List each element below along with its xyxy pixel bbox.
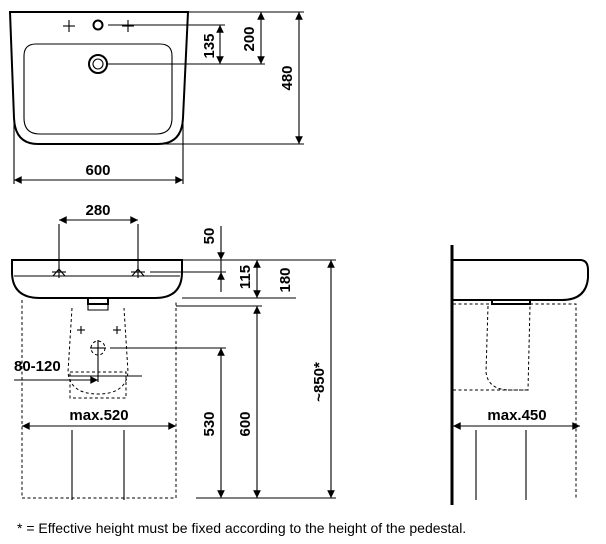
dim-pedestal-depth: max.450: [487, 407, 546, 424]
basin-bowl-top: [23, 43, 173, 135]
dim-rim-to-drain: 115: [237, 265, 254, 289]
dim-drain-top: 135: [201, 33, 218, 58]
basin-outline-side: [453, 259, 589, 301]
fixing-holes: [77, 326, 121, 334]
pedestal-front: [21, 300, 177, 500]
dim-pedestal-width: max.520: [69, 407, 128, 424]
basin-outline-top: [8, 11, 190, 145]
dim-tap-hole-top: 200: [241, 26, 258, 51]
side-view: max.450: [450, 245, 589, 505]
dim-width-top: 600: [85, 162, 110, 179]
dim-pedestal-height: 600: [237, 411, 254, 436]
dim-rim-offset: 50: [201, 228, 218, 245]
dim-depth-top: 480: [279, 65, 296, 90]
top-view: 600 200 135 480: [8, 11, 304, 184]
dim-total-height: ~850*: [311, 362, 328, 402]
dim-waste-offset: 80-120: [14, 358, 61, 375]
front-view: 280 50 115 180 80-120 max.520 530 600 ~8…: [11, 202, 336, 500]
waste-outlet: [90, 340, 106, 356]
basin-outline-front: [11, 259, 183, 299]
drain-hole-top: [88, 54, 108, 74]
dim-basin-height: 180: [277, 267, 294, 292]
tap-holes: [63, 19, 134, 32]
pedestal-side: [453, 303, 577, 500]
dim-waste-height: 530: [201, 411, 218, 436]
footnote: * = Effective height must be fixed accor…: [17, 520, 467, 536]
dim-tap-spacing: 280: [85, 202, 110, 219]
